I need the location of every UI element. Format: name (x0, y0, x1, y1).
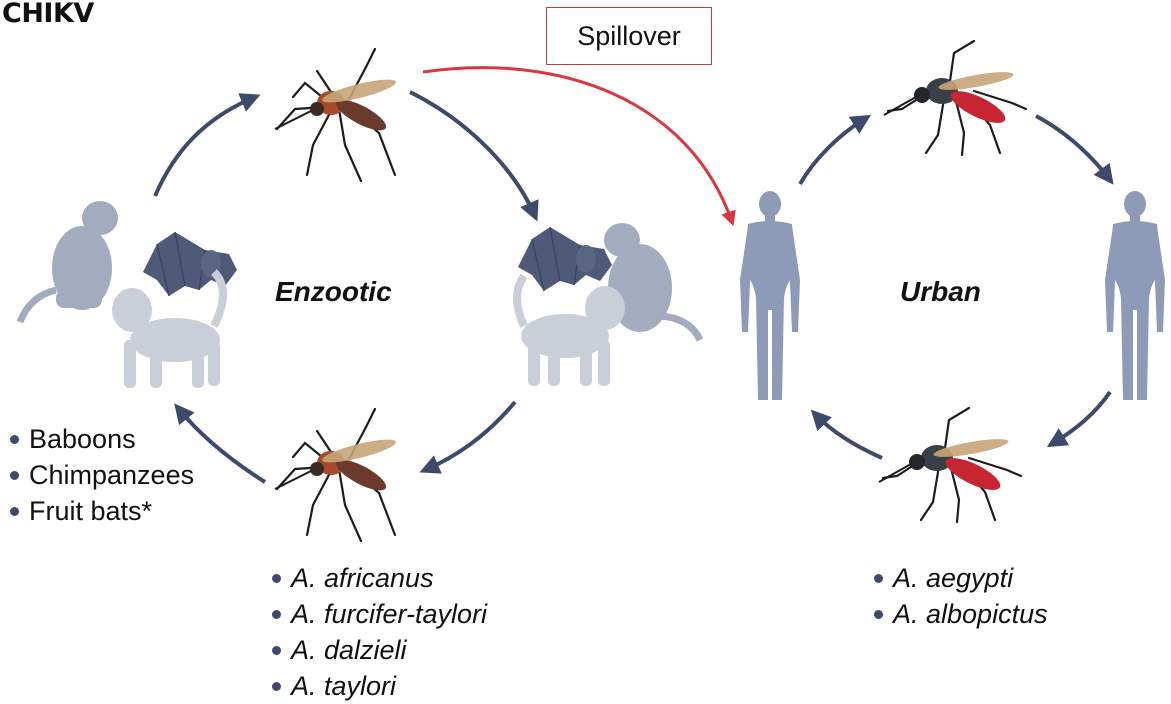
spillover-arrow (423, 68, 732, 222)
list-item: A. furcifer-taylori (272, 596, 487, 632)
bullet-dot (272, 610, 281, 619)
host-group-right (517, 223, 700, 386)
enzootic-cycle-label: Enzootic (275, 276, 392, 308)
human-figure-left (740, 191, 800, 400)
list-item: A. africanus (272, 560, 487, 596)
arrow-human-to-lower-mosquito (1052, 392, 1110, 444)
list-item: A. aegypti (874, 560, 1048, 596)
enzootic-mosquito-top (275, 49, 398, 181)
bullet-dot (10, 507, 19, 516)
figure-title: CHIKV (2, 0, 94, 29)
list-item: A. albopictus (874, 596, 1048, 632)
urban-mosquito-bottom (879, 408, 1021, 522)
urban-cycle-label: Urban (900, 276, 981, 308)
arrow-primates-to-mosquito (425, 402, 515, 470)
list-item: A. dalzieli (272, 632, 487, 668)
bullet-dot (272, 682, 281, 691)
enzootic-mosquito-bottom (275, 409, 398, 541)
list-item: Baboons (10, 421, 194, 457)
arrow-mosquito-to-primates (410, 92, 535, 216)
bullet-dot (10, 471, 19, 480)
list-item: A. taylori (272, 668, 487, 704)
bullet-dot (272, 646, 281, 655)
arrow-hosts-to-mosquito (155, 97, 255, 196)
human-figure-right (1105, 191, 1165, 400)
arrow-human-to-urban-mosquito (800, 118, 866, 184)
spillover-label: Spillover (577, 21, 681, 52)
spillover-box: Spillover (546, 7, 712, 65)
host-group-left (20, 201, 237, 388)
bullet-dot (874, 574, 883, 583)
enzootic-vector-list: A. africanus A. furcifer-taylori A. dalz… (272, 560, 487, 704)
host-list: Baboons Chimpanzees Fruit bats* (10, 421, 194, 529)
urban-mosquito-top (884, 41, 1026, 155)
list-item: Chimpanzees (10, 457, 194, 493)
bullet-dot (874, 610, 883, 619)
bullet-dot (272, 574, 281, 583)
bullet-dot (10, 435, 19, 444)
arrow-urban-mosquito-to-human (1036, 116, 1110, 180)
list-item: Fruit bats* (10, 493, 194, 529)
chimpanzee-left (20, 201, 118, 322)
urban-vector-list: A. aegypti A. albopictus (874, 560, 1048, 632)
arrow-lower-mosquito-to-human (815, 414, 882, 458)
bat-right (518, 227, 612, 291)
baboon-right (517, 276, 625, 386)
